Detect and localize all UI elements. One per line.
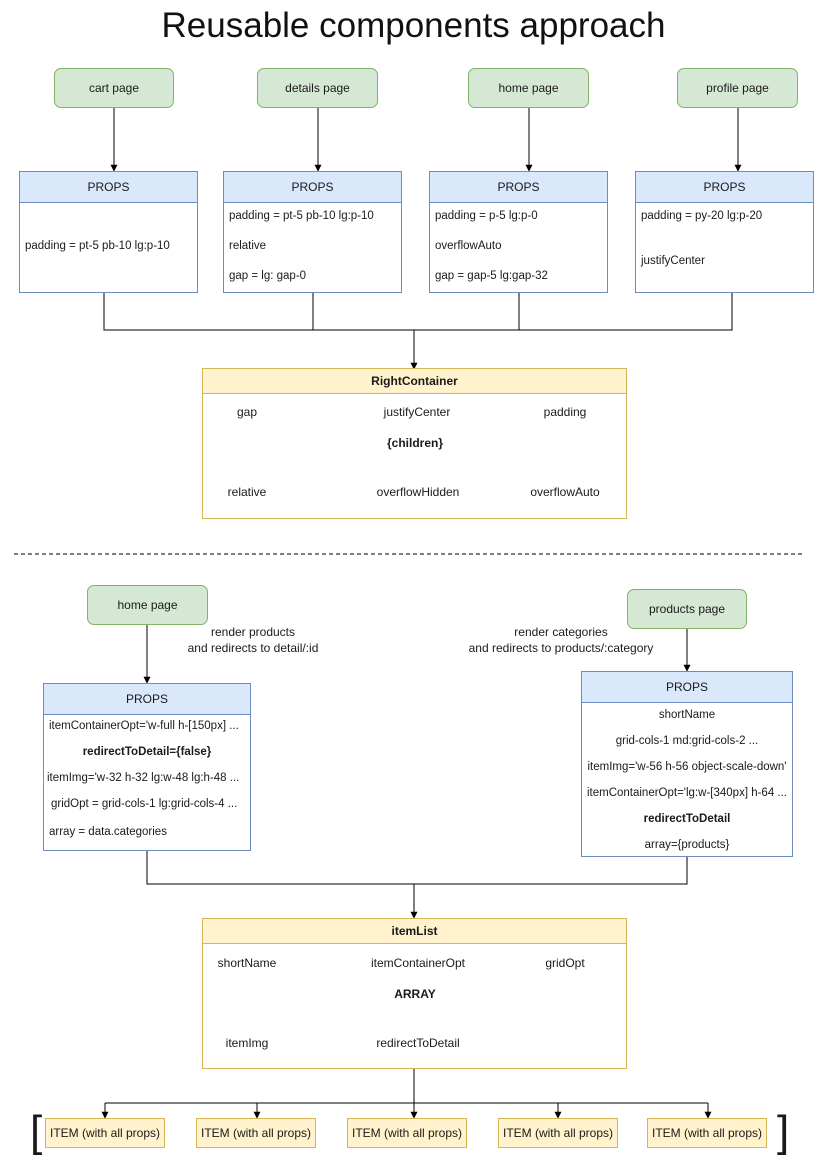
profile-props-box: PROPS padding = py-20 lg:p-20 justifyCen… xyxy=(635,171,814,293)
profile-prop-justify: justifyCenter xyxy=(641,255,705,267)
details-prop-relative: relative xyxy=(229,240,267,252)
profile-prop-padding: padding = py-20 lg:p-20 xyxy=(641,210,763,222)
products-itemlist-props-box: PROPS shortName grid-cols-1 md:grid-cols… xyxy=(581,671,793,857)
products-prop-item-container-opt: itemContainerOpt='lg:w-[340px] h-64 ... xyxy=(586,787,788,799)
details-page-label: details page xyxy=(285,81,350,95)
products-render-note: render categories and redirects to produ… xyxy=(469,624,654,656)
il-array: ARRAY xyxy=(394,987,436,1001)
profile-page-label: profile page xyxy=(706,81,769,95)
line-home-props-to-itemlist xyxy=(146,850,688,885)
products-itemlist-props-title: PROPS xyxy=(582,672,792,703)
rc-prop-gap: gap xyxy=(236,405,258,419)
profile-props-title: PROPS xyxy=(636,172,813,203)
home-prop-item-img: itemImg='w-32 h-32 lg:w-48 lg:h-48 ... xyxy=(47,772,240,784)
home-itemlist-props-box: PROPS itemContainerOpt='w-full h-[150px]… xyxy=(43,683,251,851)
home-note-line-2: and redirects to detail/:id xyxy=(187,641,319,655)
home-prop-item-container-opt: itemContainerOpt='w-full h-[150px] ... xyxy=(49,720,239,732)
details-prop-gap: gap = lg: gap-0 xyxy=(229,270,307,282)
diagram-title: Reusable components approach xyxy=(161,6,666,45)
rc-prop-overflow-auto: overflowAuto xyxy=(530,485,600,499)
products-note-line-1: render categories xyxy=(514,625,608,639)
products-note-line-2: and redirects to products/:category xyxy=(468,641,654,655)
bottom-home-page-node: home page xyxy=(87,585,208,625)
products-prop-item-img: itemImg='w-56 h-56 object-scale-down' xyxy=(587,761,787,773)
cart-page-node: cart page xyxy=(54,68,174,108)
home-render-note: render products and redirects to detail/… xyxy=(188,624,319,656)
home-prop-padding: padding = p-5 lg:p-0 xyxy=(435,210,538,222)
details-page-node: details page xyxy=(257,68,378,108)
products-page-label: products page xyxy=(648,602,726,616)
products-page-node: products page xyxy=(627,589,747,629)
cart-props-title: PROPS xyxy=(20,172,197,203)
cart-prop-padding: padding = pt-5 pb-10 lg:p-10 xyxy=(25,240,170,252)
item-box-2: ITEM (with all props) xyxy=(196,1118,316,1148)
line-profile-props-to-container xyxy=(414,292,733,331)
home-page-node: home page xyxy=(468,68,589,108)
item-box-1: ITEM (with all props) xyxy=(45,1118,165,1148)
right-container-box: RightContainer gap justifyCenter padding… xyxy=(202,368,627,519)
rc-prop-padding: padding xyxy=(543,405,587,419)
item-box-5: ITEM (with all props) xyxy=(647,1118,767,1148)
bottom-home-page-label: home page xyxy=(117,598,178,612)
home-page-label: home page xyxy=(498,81,559,95)
line-cart-props-to-container xyxy=(103,292,414,331)
cart-page-label: cart page xyxy=(88,81,140,95)
details-props-box: PROPS padding = pt-5 pb-10 lg:p-10 relat… xyxy=(223,171,402,293)
il-prop-grid-opt: gridOpt xyxy=(545,956,585,970)
il-prop-short-name: shortName xyxy=(217,956,277,970)
right-bracket: ] xyxy=(777,1107,790,1156)
products-prop-short-name: shortName xyxy=(658,709,716,721)
home-prop-overflow: overflowAuto xyxy=(435,240,502,252)
home-itemlist-props-title: PROPS xyxy=(44,684,250,715)
il-prop-item-img: itemImg xyxy=(225,1036,269,1050)
products-prop-redirect-to-detail: redirectToDetail xyxy=(643,813,731,825)
rc-prop-overflow-hidden: overflowHidden xyxy=(376,485,460,499)
rc-children: {children} xyxy=(386,436,444,450)
rc-prop-justify-center: justifyCenter xyxy=(383,405,451,419)
profile-page-node: profile page xyxy=(677,68,798,108)
details-prop-padding: padding = pt-5 pb-10 lg:p-10 xyxy=(229,210,374,222)
rc-prop-relative: relative xyxy=(227,485,267,499)
item-list-box: itemList shortName itemContainerOpt grid… xyxy=(202,918,627,1069)
item-list-title: itemList xyxy=(203,919,626,944)
item-box-4: ITEM (with all props) xyxy=(498,1118,618,1148)
home-props-title: PROPS xyxy=(430,172,607,203)
il-prop-item-container-opt: itemContainerOpt xyxy=(370,956,466,970)
right-container-title: RightContainer xyxy=(203,369,626,394)
products-prop-array: array={products} xyxy=(644,839,730,851)
home-note-line-1: render products xyxy=(210,625,296,639)
home-prop-gap: gap = gap-5 lg:gap-32 xyxy=(435,270,548,282)
left-bracket: [ xyxy=(30,1107,43,1156)
home-prop-grid-opt: gridOpt = grid-cols-1 lg:grid-cols-4 ... xyxy=(51,798,238,810)
home-props-box: PROPS padding = p-5 lg:p-0 overflowAuto … xyxy=(429,171,608,293)
details-props-title: PROPS xyxy=(224,172,401,203)
home-prop-array: array = data.categories xyxy=(49,826,167,838)
cart-props-box: PROPS padding = pt-5 pb-10 lg:p-10 xyxy=(19,171,198,293)
il-prop-redirect-to-detail: redirectToDetail xyxy=(376,1036,460,1050)
home-prop-redirect-to-detail: redirectToDetail={false} xyxy=(82,746,212,758)
item-box-3: ITEM (with all props) xyxy=(347,1118,467,1148)
products-prop-grid: grid-cols-1 md:grid-cols-2 ... xyxy=(615,735,759,747)
